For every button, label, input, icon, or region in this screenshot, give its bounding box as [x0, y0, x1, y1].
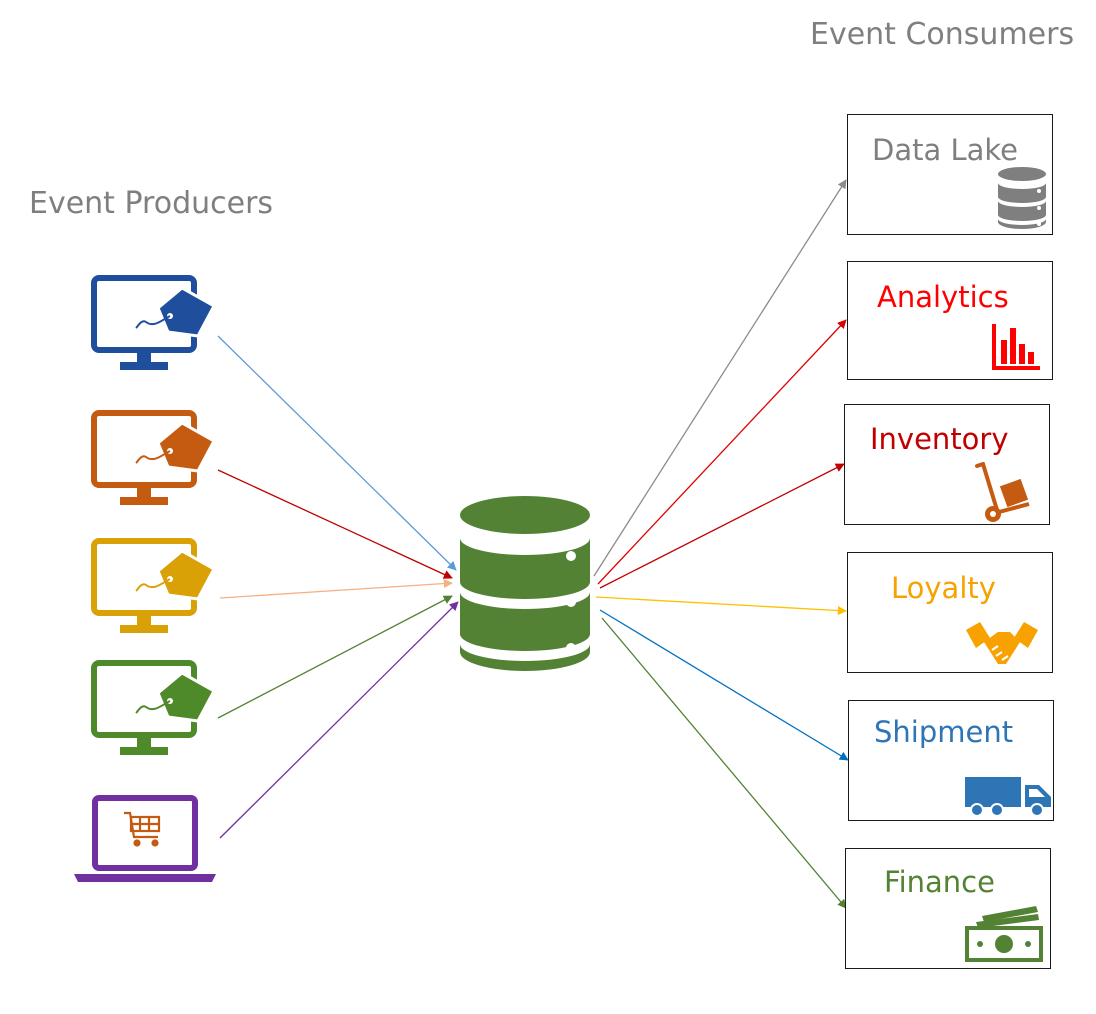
consumer-data-lake: Data Lake: [847, 114, 1053, 235]
consumer-label: Finance: [884, 865, 995, 899]
money-icon: [965, 906, 1043, 962]
producer-monitor-4: [91, 660, 217, 755]
database-icon: [460, 496, 590, 671]
outbound-connector-inventory: [599, 463, 845, 589]
inbound-connector-4: [217, 595, 453, 719]
inbound-connector-1: [217, 335, 457, 571]
consumers-heading: Event Consumers: [810, 17, 1075, 52]
consumer-finance: Finance: [845, 848, 1051, 969]
monitor-price-tag-icon: [91, 660, 217, 755]
monitor-price-tag-icon: [91, 538, 217, 633]
database-icon: [998, 167, 1046, 229]
laptop-shopping-cart-icon: [74, 795, 216, 882]
inbound-connector-3: [219, 578, 453, 599]
hand-truck-icon: [975, 462, 1030, 522]
consumer-shipment: Shipment: [848, 700, 1054, 821]
consumer-loyalty: Loyalty: [847, 552, 1053, 673]
outbound-connector-data-lake: [593, 179, 847, 577]
monitor-price-tag-icon: [91, 275, 217, 370]
central-event-store: [460, 496, 590, 671]
producer-monitor-1: [91, 275, 217, 370]
consumer-label: Shipment: [874, 715, 1014, 749]
outbound-connector-finance: [601, 617, 847, 909]
handshake-icon: [966, 622, 1038, 664]
producer-monitor-3: [91, 538, 217, 633]
consumer-label: Inventory: [870, 422, 1009, 456]
outbound-connector-shipment: [599, 609, 849, 761]
consumer-label: Loyalty: [891, 571, 996, 605]
consumer-analytics: Analytics: [847, 261, 1053, 380]
monitor-price-tag-icon: [91, 410, 217, 505]
producers-heading: Event Producers: [29, 186, 274, 221]
truck-icon: [965, 777, 1051, 817]
producer-laptop: [74, 795, 216, 882]
inbound-connector-2: [217, 469, 453, 579]
consumer-inventory: Inventory: [844, 404, 1050, 525]
outbound-connector-loyalty: [595, 596, 847, 616]
bar-chart-icon: [992, 324, 1040, 370]
outbound-connector-analytics: [597, 319, 847, 585]
shopping-cart-icon: [124, 811, 161, 847]
producer-monitor-2: [91, 410, 217, 505]
inbound-connector-5: [219, 601, 459, 839]
consumer-label: Data Lake: [872, 133, 1018, 167]
consumer-label: Analytics: [877, 280, 1009, 314]
